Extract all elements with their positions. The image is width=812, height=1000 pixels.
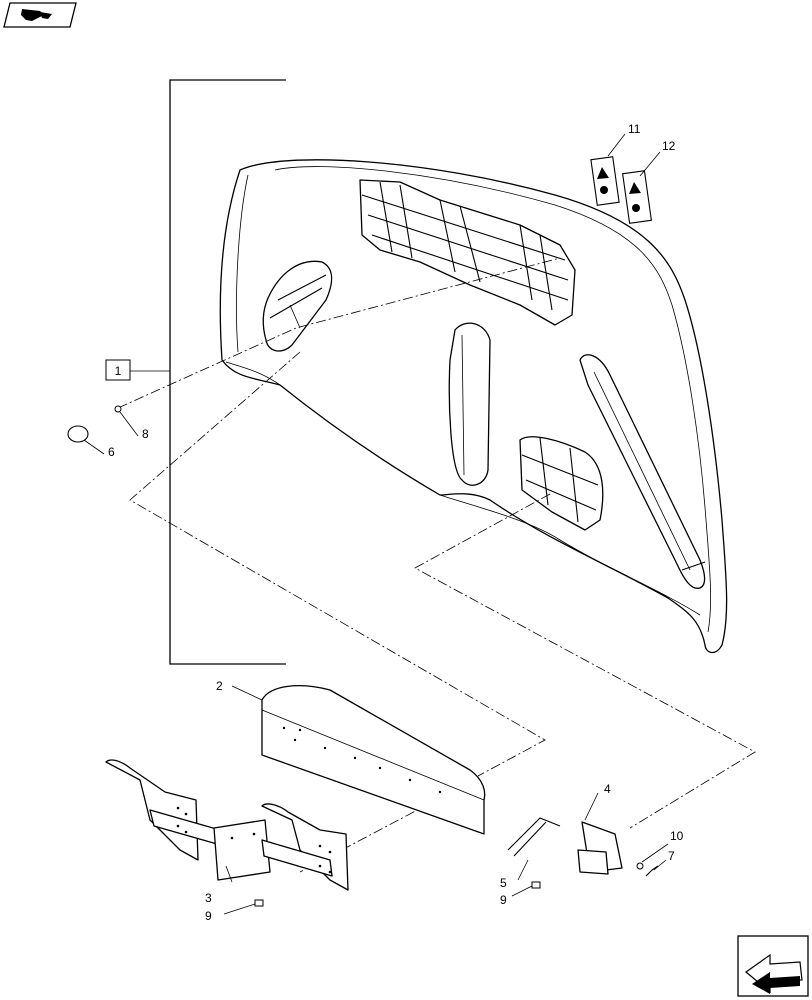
callout-2: 2 [216,679,223,693]
callout-11: 11 [628,122,641,136]
assembly-bracket [130,79,286,665]
callout-1: 1 [105,359,131,381]
callout-4: 4 [604,782,611,796]
hood-panel [219,159,728,654]
part-8-fastener [114,405,139,437]
left-hinge [105,759,271,883]
part-4-latch-bracket [577,792,623,875]
part-6-clip [67,425,105,455]
callout-5: 5 [500,876,507,890]
navigation-arrow-icon[interactable] [737,935,809,997]
callout-6: 6 [108,445,115,459]
right-hinge [261,803,349,891]
callout-9-right: 9 [500,893,507,907]
decal-12 [622,170,652,224]
svg-text:1: 1 [115,364,122,378]
decal-11 [590,156,620,206]
part-10-washer [636,843,669,870]
part-9-bolt-left [223,899,264,915]
callout-3: 3 [205,891,212,905]
part-9-bolt-right [511,881,541,897]
part-5-prop-rod [507,817,561,881]
callout-10: 10 [670,829,684,843]
callout-12: 12 [662,139,676,153]
callout-9-left: 9 [205,909,212,923]
part-2-panel [231,685,486,835]
callout-8: 8 [142,427,149,441]
book-hand-icon[interactable] [3,2,77,28]
callout-7: 7 [668,849,675,863]
part-7-pin [645,859,667,877]
